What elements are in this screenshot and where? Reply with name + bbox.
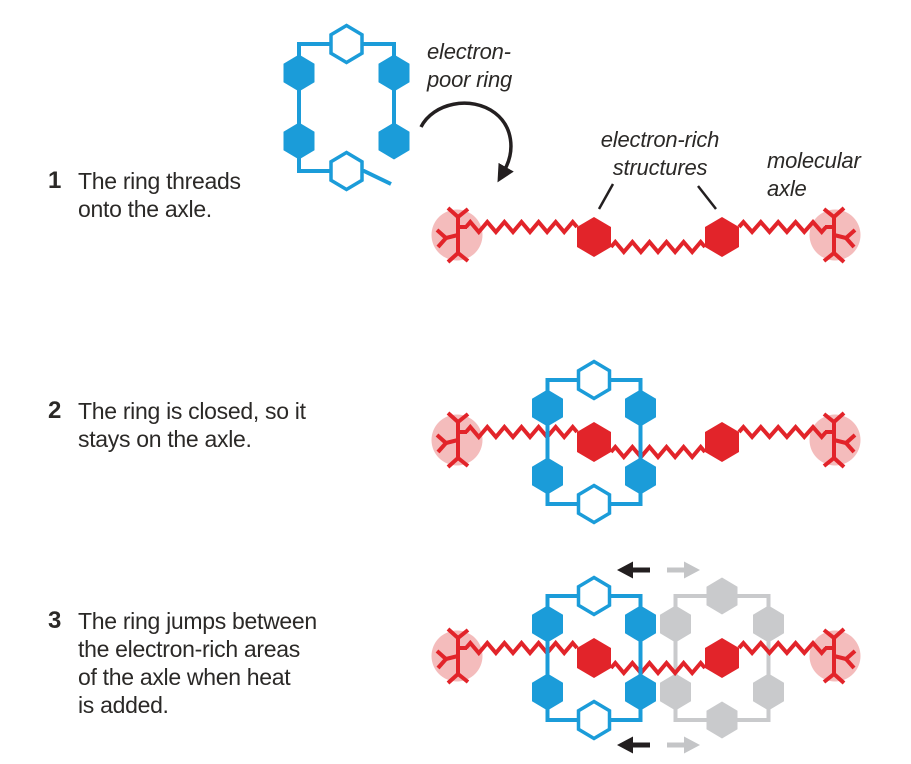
ghost-move-right-arrow-icon [667, 561, 700, 579]
electron-rich-site-2 [705, 638, 739, 678]
step-text: The ring jumps between the electron-rich… [78, 607, 317, 719]
molecular-axle-label: molecular axle [767, 147, 861, 203]
ring-hexagon [532, 457, 563, 495]
ghost-ring [660, 577, 784, 739]
pointer-line-right [697, 185, 717, 210]
electron-rich-site-2 [705, 422, 739, 462]
ghost-ring-hexagon [753, 673, 784, 711]
zigzag-chain [737, 218, 828, 236]
electron-rich-structures-label: electron-rich structures [569, 126, 751, 182]
ring-hexagon [625, 673, 656, 711]
ring-open-hexagon [576, 699, 612, 741]
step-text-line: onto the axle. [78, 196, 212, 222]
electron-rich-site-1 [577, 422, 611, 462]
step-text: The ring is closed, so it stays on the a… [78, 397, 306, 453]
step-text: The ring threads onto the axle. [78, 167, 241, 223]
step-text-line: stays on the axle. [78, 426, 252, 452]
zigzag-chain [609, 443, 707, 461]
ring-open-hexagon [329, 23, 364, 65]
electron-rich-site-1 [577, 638, 611, 678]
step-3: 3 The ring jumps between the electron-ri… [48, 607, 317, 719]
step-text-line: of the axle when heat [78, 664, 291, 690]
ring-hexagon [283, 54, 315, 92]
molecular-axle [431, 411, 861, 469]
step-text-line: The ring jumps between [78, 608, 317, 634]
step-text-line: The ring is closed, so it [78, 398, 306, 424]
step-number: 1 [48, 167, 62, 194]
ring-open-hexagon [576, 575, 612, 617]
zigzag-chain [464, 423, 579, 441]
ring-hexagon [283, 122, 315, 160]
ring-hexagon [625, 389, 656, 427]
electron-poor-ring-label: electron- poor ring [427, 38, 512, 94]
ring-hexagon [625, 605, 656, 643]
zigzag-chain [464, 639, 579, 657]
ghost-ring-hexagon [706, 577, 738, 615]
electron-rich-site-2 [705, 217, 739, 257]
label-line: electron-rich [600, 127, 720, 152]
step-2: 2 The ring is closed, so it stays on the… [48, 397, 306, 453]
zigzag-chain [737, 423, 828, 441]
ring-hexagon [532, 389, 563, 427]
ring-hexagon [625, 457, 656, 495]
electron-rich-site-1 [577, 217, 611, 257]
move-left-arrow-icon [617, 561, 650, 579]
ring-hexagon [532, 605, 563, 643]
zigzag-chain [464, 218, 579, 236]
threading-arrow-icon [419, 101, 514, 183]
ring-hexagon [532, 673, 563, 711]
step-text-line: The ring threads [78, 168, 241, 194]
zigzag-chain [737, 639, 828, 657]
label-line: poor ring [427, 67, 513, 92]
ghost-move-right-arrow-icon [667, 736, 700, 754]
step1-art [283, 23, 861, 264]
move-left-arrow-icon [617, 736, 650, 754]
open-ring [283, 23, 410, 192]
step3-art [431, 561, 861, 754]
molecular-axle [431, 627, 861, 685]
zigzag-chain [609, 659, 707, 677]
ghost-ring-hexagon [753, 605, 784, 643]
molecular-axle [431, 206, 861, 264]
label-line: molecular [767, 148, 861, 173]
ghost-ring-hexagon [706, 701, 738, 739]
zigzag-chain [609, 238, 707, 256]
label-line: axle [767, 176, 807, 201]
step-text-line: the electron-rich areas [78, 636, 300, 662]
pointer-line-left [597, 183, 615, 210]
step-number: 3 [48, 607, 62, 634]
closed-ring [532, 359, 656, 525]
label-line: structures [612, 155, 708, 180]
step-text-line: is added. [78, 692, 169, 718]
ring-open-hexagon [329, 150, 364, 192]
step-number: 2 [48, 397, 62, 424]
ring-open-hexagon [576, 359, 612, 401]
step2-art [431, 359, 861, 525]
ghost-ring-hexagon [660, 673, 691, 711]
ring-hexagon [378, 122, 410, 160]
ghost-ring-hexagon [660, 605, 691, 643]
closed-ring [532, 575, 656, 741]
step-1: 1 The ring threads onto the axle. [48, 167, 241, 223]
ring-hexagon [378, 54, 410, 92]
label-line: electron- [427, 39, 511, 64]
ring-open-hexagon [576, 483, 612, 525]
